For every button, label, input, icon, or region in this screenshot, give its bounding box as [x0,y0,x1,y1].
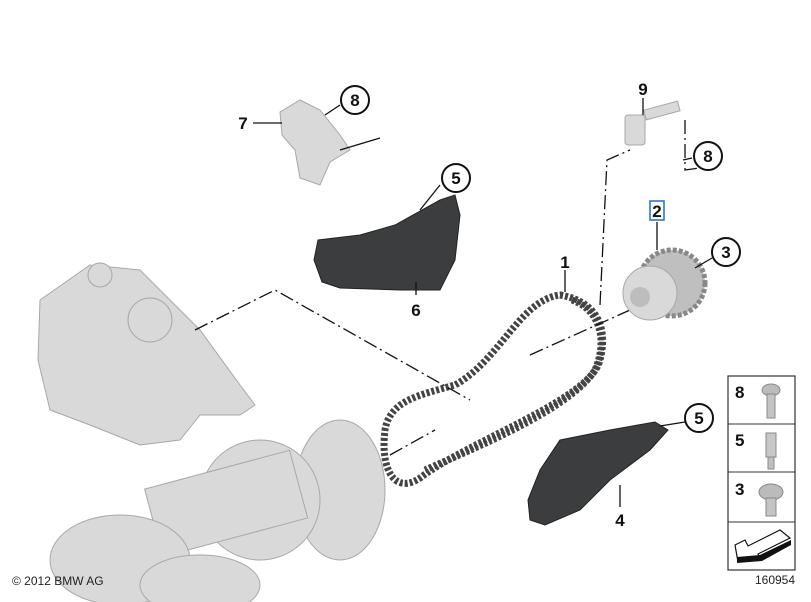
copyright: © 2012 BMW AG [12,574,104,588]
tensioner-bracket [279,99,351,186]
guide-rail [527,421,669,526]
callout-3[interactable]: 3 [721,243,730,262]
callout-6[interactable]: 6 [411,301,420,320]
timing-chain [380,291,607,487]
flange-bolt-icon [761,383,781,419]
bolt-9 [624,100,681,146]
callout-4[interactable]: 4 [615,511,625,530]
callout-1[interactable]: 1 [560,253,569,272]
callout-2-highlight [649,200,665,221]
legend-number-3: 3 [735,480,744,499]
callout-5a[interactable]: 5 [451,169,460,188]
callout-8b[interactable]: 8 [703,147,712,166]
sprocket [622,247,708,321]
view-direction-arrow-icon [734,529,792,563]
crankshaft [49,419,386,602]
callout-7[interactable]: 7 [238,114,247,133]
callout-2[interactable]: 2 [652,202,661,221]
diagram-number: 160954 [755,573,795,587]
collar-bolt-icon [758,483,784,517]
high-pressure-pump [37,262,256,446]
sleeve-bolt-icon [765,432,777,470]
callout-5b[interactable]: 5 [694,409,703,428]
tensioning-rail [313,194,461,291]
parts-legend: 8 5 3 [727,375,796,571]
callout-9[interactable]: 9 [638,80,647,99]
legend-number-5: 5 [735,431,744,450]
callout-8a[interactable]: 8 [350,91,359,110]
legend-number-8: 8 [735,383,744,402]
